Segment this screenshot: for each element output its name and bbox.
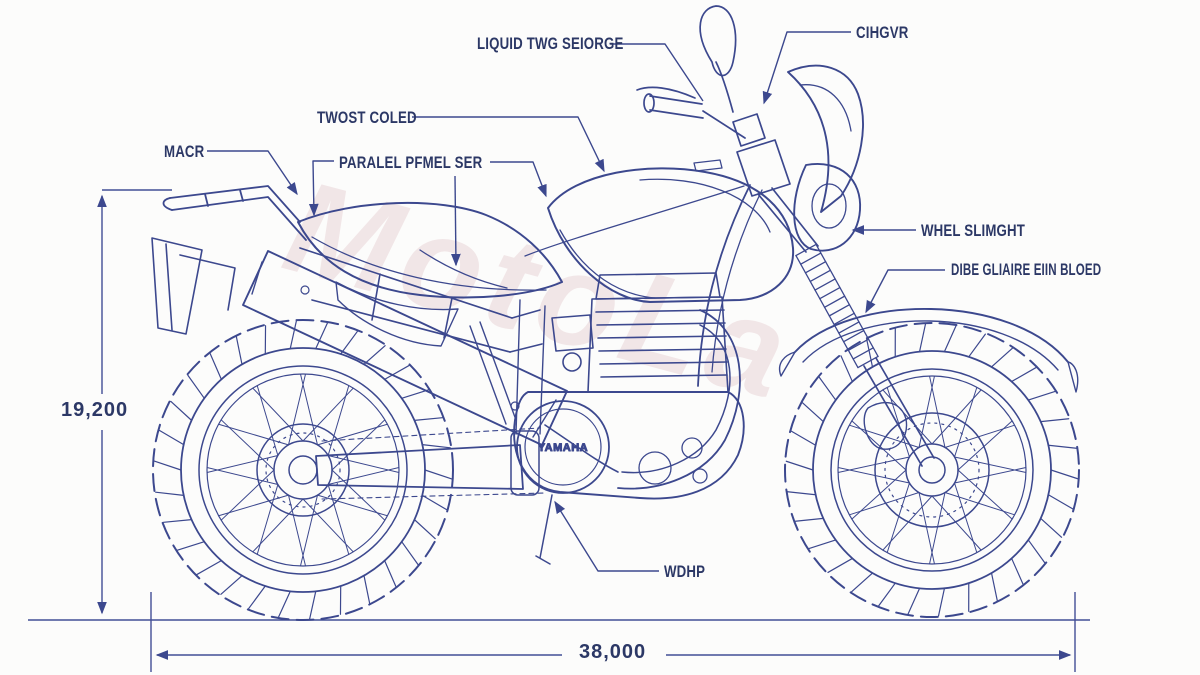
- handlebar-grip: [649, 95, 704, 119]
- steering-head: [736, 139, 791, 197]
- leader-seat-mid: [450, 175, 461, 267]
- front-tire-tread: [785, 323, 1079, 617]
- engine: [513, 272, 745, 565]
- callout-boot-label: DIBE GLIAIRE EIIN BLOED: [951, 260, 1102, 279]
- callout-engine-label: WDHP: [664, 562, 706, 581]
- front-wheel-spokes: [837, 375, 1027, 565]
- swingarm: [315, 427, 546, 500]
- front-cowl: [787, 64, 864, 252]
- callout-rack-label: MACR: [164, 142, 205, 161]
- front-fork: [757, 187, 935, 467]
- carburetor: [551, 314, 594, 352]
- leader-tank: [412, 116, 605, 173]
- exhaust-muffler: [242, 250, 619, 473]
- front-fender: [778, 307, 1079, 393]
- mirror-stalk: [715, 61, 734, 113]
- rear-wheel: [152, 319, 454, 621]
- overall-height-value: 19,200: [56, 398, 134, 422]
- engine-brand-text: YAMAHA: [538, 442, 588, 454]
- callout-mirror-label: CIHGVR: [856, 23, 909, 42]
- leader-boot: [865, 269, 945, 314]
- crankcase-cover: [516, 400, 610, 494]
- callout-coolant-label: LIQUID TWG SEIORGE: [477, 34, 624, 53]
- windscreen: [787, 64, 864, 213]
- fuel-tank: [547, 159, 795, 303]
- rear-fender-mudflap: [151, 237, 236, 335]
- leader-seat-right: [490, 161, 547, 198]
- fork-gaiter: [795, 243, 879, 369]
- rear-wheel-spokes: [206, 373, 400, 567]
- callout-tank-label: TWOST COLED: [317, 108, 417, 127]
- chain-upper: [321, 427, 541, 442]
- tank-cap: [693, 159, 723, 172]
- callout-seat-label: PARALEL PFMEL SER: [339, 153, 483, 172]
- exhaust-header: [617, 309, 741, 490]
- frame: [524, 184, 763, 387]
- dimension-lines: [28, 189, 1090, 672]
- front-wheel: [784, 322, 1080, 618]
- kickstand: [535, 494, 553, 565]
- mirror: [699, 5, 737, 77]
- brake-caliper: [863, 401, 908, 450]
- leader-engine: [554, 500, 659, 572]
- seat: [297, 201, 563, 299]
- front-controls: [636, 5, 791, 197]
- leader-seat-left: [308, 160, 334, 217]
- leader-mirror: [762, 31, 851, 105]
- callout-fork-label: WHEL SLIMGHT: [921, 221, 1026, 240]
- leader-rack: [207, 150, 298, 196]
- brake-lever: [636, 86, 696, 99]
- crankcase: [513, 391, 745, 500]
- rear-shock: [469, 321, 517, 425]
- rear-rack: [162, 185, 307, 241]
- rear-tire-tread: [153, 320, 453, 620]
- rear-brake-disc: [256, 423, 350, 517]
- callout-leader-lines: [207, 31, 945, 572]
- front-brake-disc: [874, 412, 990, 528]
- motorcycle: YAMAHA: [151, 5, 1080, 621]
- leader-coolant: [610, 43, 704, 102]
- headlight: [793, 163, 861, 252]
- chain-lower: [321, 492, 546, 500]
- side-panel: [335, 281, 459, 347]
- overall-length-value: 38,000: [574, 640, 652, 664]
